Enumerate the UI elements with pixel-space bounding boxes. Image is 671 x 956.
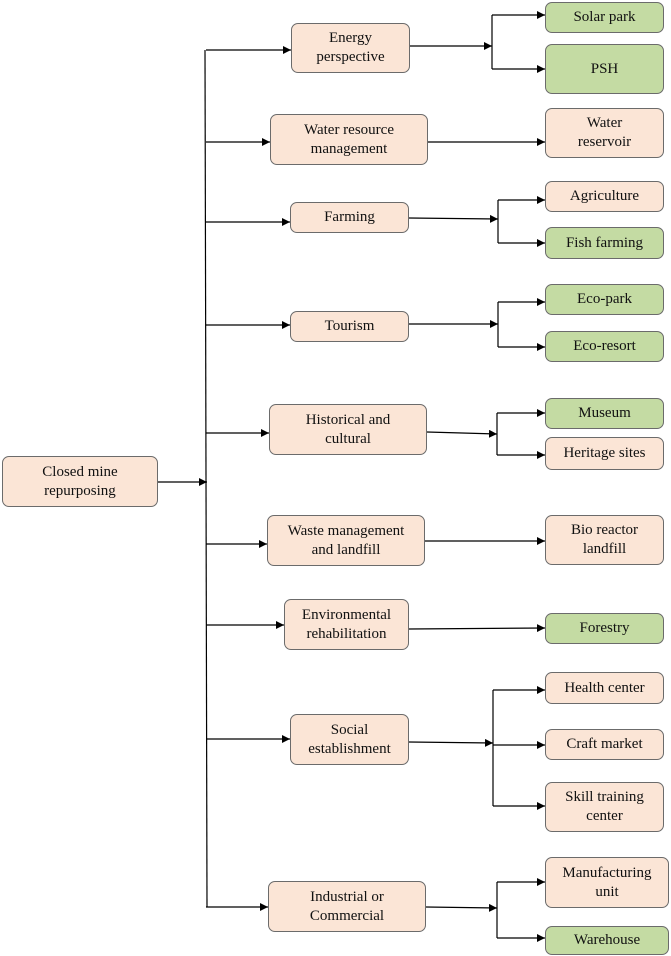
leaf-label: Warehouse <box>573 932 641 948</box>
category-node: Water resource management <box>270 114 428 165</box>
category-node: Energy perspective <box>291 23 410 73</box>
leaf-label: Water reservoir <box>577 115 632 150</box>
leaf-node: Eco-park <box>545 284 664 315</box>
category-node: Waste management and landfill <box>267 515 425 566</box>
leaf-node: Craft market <box>545 729 664 760</box>
leaf-node: Eco-resort <box>545 331 664 362</box>
category-label: Energy perspective <box>316 30 385 65</box>
leaf-node: Skill training center <box>545 782 664 832</box>
leaf-node: Manufacturing unit <box>545 857 669 908</box>
category-node: Industrial or Commercial <box>268 881 426 932</box>
root-node: Closed mine repurposing <box>2 456 158 507</box>
connector-arrow <box>408 624 546 633</box>
category-label: Water resource management <box>304 121 394 157</box>
leaf-label: Skill training center <box>565 789 644 824</box>
leaf-label: Health center <box>564 679 645 696</box>
leaf-label: PSH <box>590 60 619 77</box>
leaf-label: Forestry <box>579 620 630 636</box>
leaf-node: Health center <box>545 672 664 704</box>
category-label: Waste management and landfill <box>287 522 405 558</box>
leaf-node: Forestry <box>545 613 664 644</box>
connector-arrow <box>426 429 498 438</box>
leaf-label: Museum <box>578 405 631 421</box>
leaf-label: Manufacturing unit <box>562 864 652 900</box>
leaf-node: PSH <box>545 44 664 94</box>
connector-line <box>204 49 208 908</box>
connector-arrow <box>425 903 498 912</box>
category-node: Environmental rehabilitation <box>284 599 409 650</box>
leaf-node: Water reservoir <box>545 108 664 158</box>
leaf-node: Museum <box>545 398 664 429</box>
leaf-node: Agriculture <box>545 181 664 212</box>
leaf-node: Heritage sites <box>545 437 664 470</box>
leaf-label: Heritage sites <box>563 445 646 461</box>
category-label: Industrial or Commercial <box>309 888 385 924</box>
leaf-label: Eco-resort <box>573 338 636 354</box>
leaf-node: Fish farming <box>545 227 664 259</box>
leaf-label: Eco-park <box>577 291 632 307</box>
connector-arrow <box>408 738 494 747</box>
leaf-label: Fish farming <box>565 234 644 251</box>
leaf-label: Solar park <box>573 9 636 25</box>
category-label: Social establishment <box>308 721 391 757</box>
leaf-label: Agriculture <box>569 188 640 204</box>
leaf-label: Bio reactor landfill <box>570 522 639 557</box>
category-node: Social establishment <box>290 714 409 765</box>
leaf-node: Bio reactor landfill <box>545 515 664 565</box>
category-node: Farming <box>290 202 409 233</box>
category-label: Tourism <box>324 318 375 334</box>
category-label: Historical and cultural <box>305 411 391 447</box>
category-label: Environmental rehabilitation <box>301 606 392 642</box>
category-node: Historical and cultural <box>269 404 427 455</box>
leaf-label: Craft market <box>566 736 643 752</box>
leaf-node: Warehouse <box>545 926 669 955</box>
category-node: Tourism <box>290 311 409 342</box>
category-label: Farming <box>324 209 375 225</box>
connector-arrow <box>408 214 499 223</box>
root-node-label: Closed mine repurposing <box>42 463 118 499</box>
leaf-node: Solar park <box>545 2 664 33</box>
